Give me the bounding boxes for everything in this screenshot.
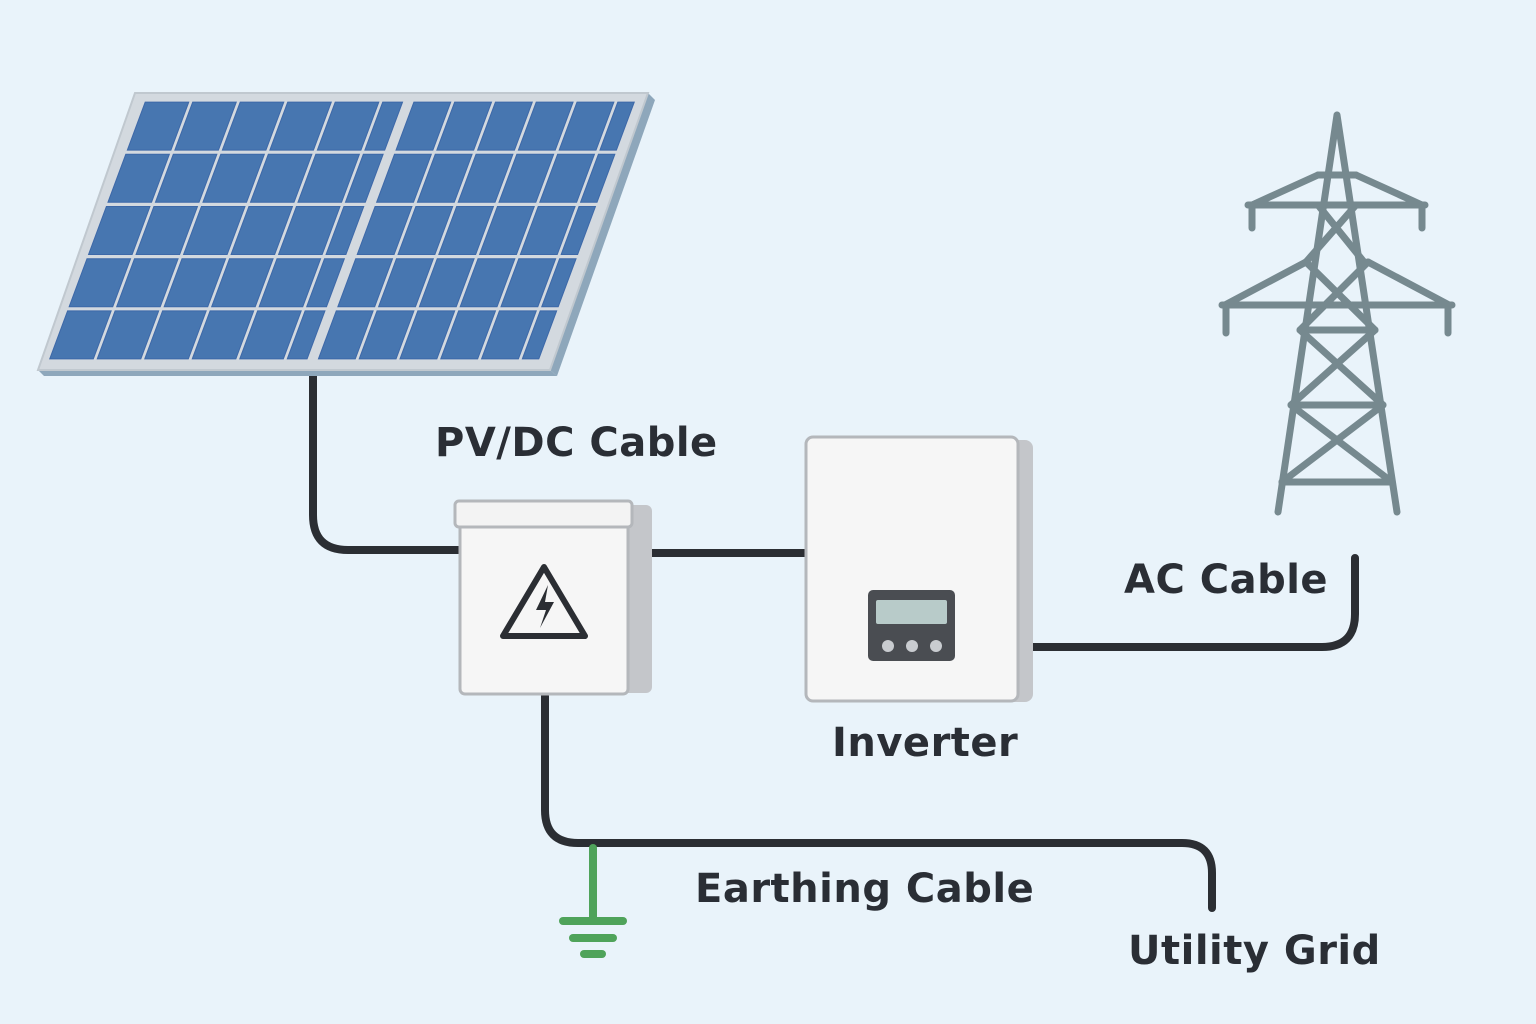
solar-cell [519,205,576,256]
solar-cell [476,101,534,151]
solar-cell [68,258,132,308]
solar-cell [163,258,227,308]
solar-cell [239,310,302,360]
solar-cell [144,310,207,360]
solar-cell [364,101,404,151]
junction-box [453,499,652,696]
solar-cell [96,310,160,360]
solar-cell [337,258,394,308]
solar-cell [416,153,473,203]
inverter [804,435,1033,703]
solar-cell [277,205,341,256]
inverter-label: Inverter [832,720,1019,766]
solar-panel [36,92,655,376]
solar-cell [397,205,454,256]
solar-cell [436,101,493,151]
solar-cell [459,258,516,308]
solar-cell [249,153,313,203]
ac-cable-label: AC Cable [1124,557,1329,603]
solar-cell [297,153,361,203]
solar-cell [154,153,218,203]
solar-cell [539,153,596,203]
solar-cell [317,310,374,360]
pv-dc-cable-label: PV/DC Cable [435,420,718,466]
solar-cell [440,310,497,360]
transmission-tower-icon [1218,111,1456,516]
solar-cell [221,101,285,151]
solar-cell [325,205,365,256]
solar-cell [395,101,452,151]
solar-cell [457,153,514,203]
solar-cell [191,310,255,360]
solar-cell [517,101,574,151]
solar-cell [210,258,274,308]
solar-cell [286,310,326,360]
solar-cell [498,153,555,203]
solar-cell [126,101,190,151]
solar-cell [49,310,112,360]
solar-cell [305,258,346,308]
solar-cell [115,258,179,308]
solar-cell [107,153,171,203]
solar-cell [356,205,413,256]
solar-cell [599,101,635,151]
solar-cell [258,258,322,308]
solar-cell [521,310,558,360]
solar-cell [418,258,475,308]
solar-cell [174,101,237,151]
solar-cell [358,310,415,360]
solar-cell [438,205,495,256]
earthing-cable [541,692,1216,912]
solar-cell [480,310,537,360]
solar-cell [500,258,557,308]
solar-cell [579,153,616,203]
solar-cell [230,205,294,256]
solar-cell [377,258,435,308]
solar-cell [87,205,151,256]
solar-cell [558,101,615,151]
solar-cell [269,101,333,151]
high-voltage-warning-icon [500,564,588,639]
inverter-display [868,590,955,661]
pv-dc-cable [309,368,464,554]
ac-cable [1028,554,1359,651]
solar-cell [478,205,535,256]
solar-cell [344,153,384,203]
solar-cell [375,153,433,203]
solar-cell [316,101,380,151]
solar-cell [135,205,199,256]
solar-cell [399,310,456,360]
earthing-cable-label: Earthing Cable [695,866,1035,912]
solar-cell [560,205,597,256]
solar-cell [202,153,266,203]
utility-grid-label: Utility Grid [1128,928,1381,974]
ground-symbol-icon [559,844,627,958]
solar-cell [541,258,577,308]
solar-cell [182,205,246,256]
